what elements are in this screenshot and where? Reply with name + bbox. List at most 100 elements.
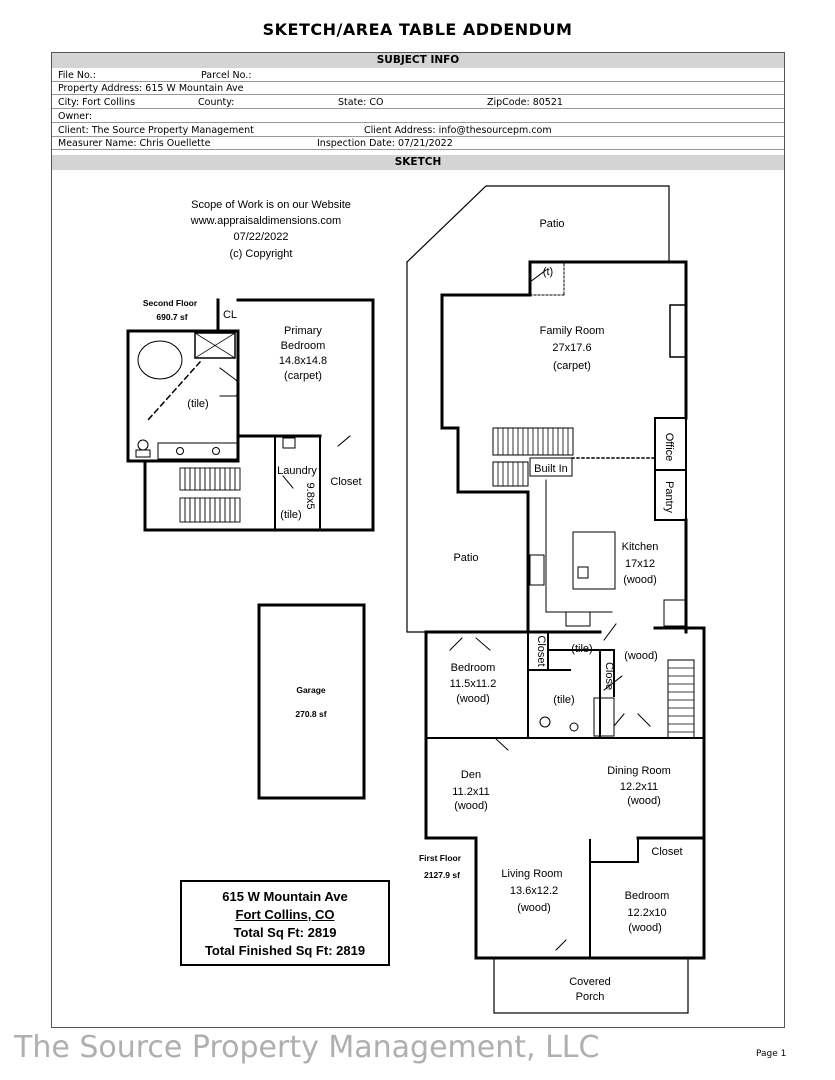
- primary-bedroom-floor: (carpet): [284, 370, 322, 382]
- primary-bedroom-wall: [236, 298, 375, 438]
- office-label: Office: [663, 433, 675, 462]
- info-row-owner: Owner:: [52, 110, 784, 123]
- document-title: SKETCH/AREA TABLE ADDENDUM: [262, 20, 573, 39]
- living-room-floor: (wood): [517, 902, 551, 914]
- watermark: The Source Property Management, LLC: [14, 1030, 600, 1065]
- den-name: Den: [461, 769, 481, 781]
- dining-room-name: Dining Room: [607, 765, 671, 777]
- porch-line-1: Covered: [569, 976, 611, 988]
- den-dim: 11.2x11: [452, 786, 490, 798]
- measurer-name: Measurer Name: Chris Ouellette: [58, 138, 211, 149]
- garage-name: Garage: [296, 685, 326, 695]
- owner: Owner:: [58, 111, 93, 122]
- bedroom-2-dim: 12.2x10: [627, 907, 666, 919]
- primary-bedroom-name: Primary: [284, 325, 322, 337]
- property-address: Property Address: 615 W Mountain Ave: [58, 83, 244, 94]
- closet-hall-1: Closet: [535, 635, 547, 666]
- primary-bedroom-dim: 14.8x14.8: [279, 355, 327, 367]
- summary-address: 615 W Mountain Ave: [222, 889, 348, 904]
- pantry-label: Pantry: [663, 481, 675, 513]
- wood-hall: (wood): [624, 650, 658, 662]
- patio-top-label: Patio: [539, 218, 564, 230]
- patio-side-outline: [406, 261, 427, 633]
- county: County:: [198, 97, 235, 108]
- kitchen-dim: 17x12: [625, 558, 655, 570]
- client: Client: The Source Property Management: [58, 125, 254, 136]
- second-floor-title: Second Floor: [143, 298, 198, 308]
- zipcode: ZipCode: 80521: [487, 97, 563, 108]
- second-floor-area: 690.7 sf: [156, 312, 187, 322]
- tile-hall-2: (tile): [553, 694, 574, 706]
- bathtub: [137, 340, 183, 380]
- dining-room-dim: 12.2x11: [620, 781, 658, 793]
- kitchen-counter: [545, 479, 613, 613]
- second-floor-plan: [126, 298, 375, 532]
- den-west-wall: [424, 630, 478, 840]
- shower: [194, 332, 236, 359]
- tile-hall-1: (tile): [571, 643, 592, 655]
- file-no: File No.:: [58, 70, 96, 81]
- scope-line-2: www.appraisaldimensions.com: [190, 215, 341, 227]
- t-label: (t): [543, 266, 553, 278]
- family-room-name: Family Room: [540, 325, 605, 337]
- garage-area: 270.8 sf: [295, 709, 326, 719]
- first-floor-area: 2127.9 sf: [424, 870, 460, 880]
- cl-label: CL: [223, 309, 237, 321]
- laundry-dim: 9.8x5: [304, 483, 316, 510]
- vanity: [157, 442, 239, 460]
- info-row-city: City: Fort Collins County: State: CO Zip…: [52, 96, 784, 109]
- master-bath-wall: [126, 329, 240, 463]
- family-room-dim: 27x17.6: [552, 342, 591, 354]
- summary-total-sqft: Total Sq Ft: 2819: [233, 925, 337, 940]
- patio-top-outline: [406, 185, 670, 263]
- sketch-header: SKETCH: [52, 155, 784, 170]
- lower-wall: [143, 434, 375, 532]
- parcel-no: Parcel No.:: [201, 70, 252, 81]
- bedroom-2-name: Bedroom: [625, 890, 670, 902]
- family-room-floor: (carpet): [553, 360, 591, 372]
- summary-finished-sqft: Total Finished Sq Ft: 2819: [204, 943, 366, 958]
- scope-line-3: 07/22/2022: [233, 231, 288, 243]
- client-address: Client Address: info@thesourcepm.com: [364, 125, 552, 136]
- scope-line-4: (c) Copyright: [230, 248, 293, 260]
- living-room-dim: 13.6x12.2: [510, 885, 558, 897]
- covered-porch-outline: [493, 957, 689, 1014]
- patio-side-label: Patio: [453, 552, 478, 564]
- toilet-2f: [137, 439, 149, 451]
- page-number: Page 1: [756, 1049, 787, 1059]
- built-in-label: Built In: [534, 463, 568, 475]
- subject-info-header: SUBJECT INFO: [52, 53, 784, 68]
- kitchen-island: [572, 531, 616, 590]
- dining-room-floor: (wood): [627, 795, 661, 807]
- fireplace: [669, 304, 687, 358]
- info-row-client: Client: The Source Property Management C…: [52, 124, 784, 137]
- primary-bedroom-name-2: Bedroom: [281, 340, 326, 352]
- info-row-address: Property Address: 615 W Mountain Ave: [52, 82, 784, 95]
- page-frame: [51, 52, 785, 1028]
- garage-outline: [257, 603, 366, 800]
- first-floor-plan: [406, 185, 706, 1014]
- bedroom-1-name: Bedroom: [451, 662, 496, 674]
- summary-city: Fort Collins, CO: [235, 907, 335, 922]
- bedroom-2-closet: Closet: [651, 846, 682, 858]
- laundry-name: Laundry: [277, 465, 317, 477]
- first-floor-title: First Floor: [419, 853, 462, 863]
- tub-1f: [593, 697, 615, 737]
- bedroom-1-dim: 11.5x11.2: [450, 678, 497, 690]
- summary-box: 615 W Mountain Ave Fort Collins, CO Tota…: [180, 880, 390, 966]
- city: City: Fort Collins: [58, 97, 136, 108]
- closet-2f: Closet: [330, 476, 361, 488]
- bath-floor: (tile): [187, 398, 208, 410]
- info-row-file: File No.: Parcel No.:: [52, 69, 784, 82]
- living-room-name: Living Room: [501, 868, 562, 880]
- scope-line-1: Scope of Work is on our Website: [191, 199, 351, 211]
- info-row-measurer: Measurer Name: Chris Ouellette Inspectio…: [52, 137, 784, 150]
- laundry-floor: (tile): [280, 509, 301, 521]
- den-floor: (wood): [454, 800, 488, 812]
- porch-line-2: Porch: [576, 991, 605, 1003]
- kitchen-floor: (wood): [623, 574, 657, 586]
- bedroom-2-floor: (wood): [628, 922, 662, 934]
- closet-hall-2: Close: [603, 662, 615, 690]
- bedroom-1-floor: (wood): [456, 693, 490, 705]
